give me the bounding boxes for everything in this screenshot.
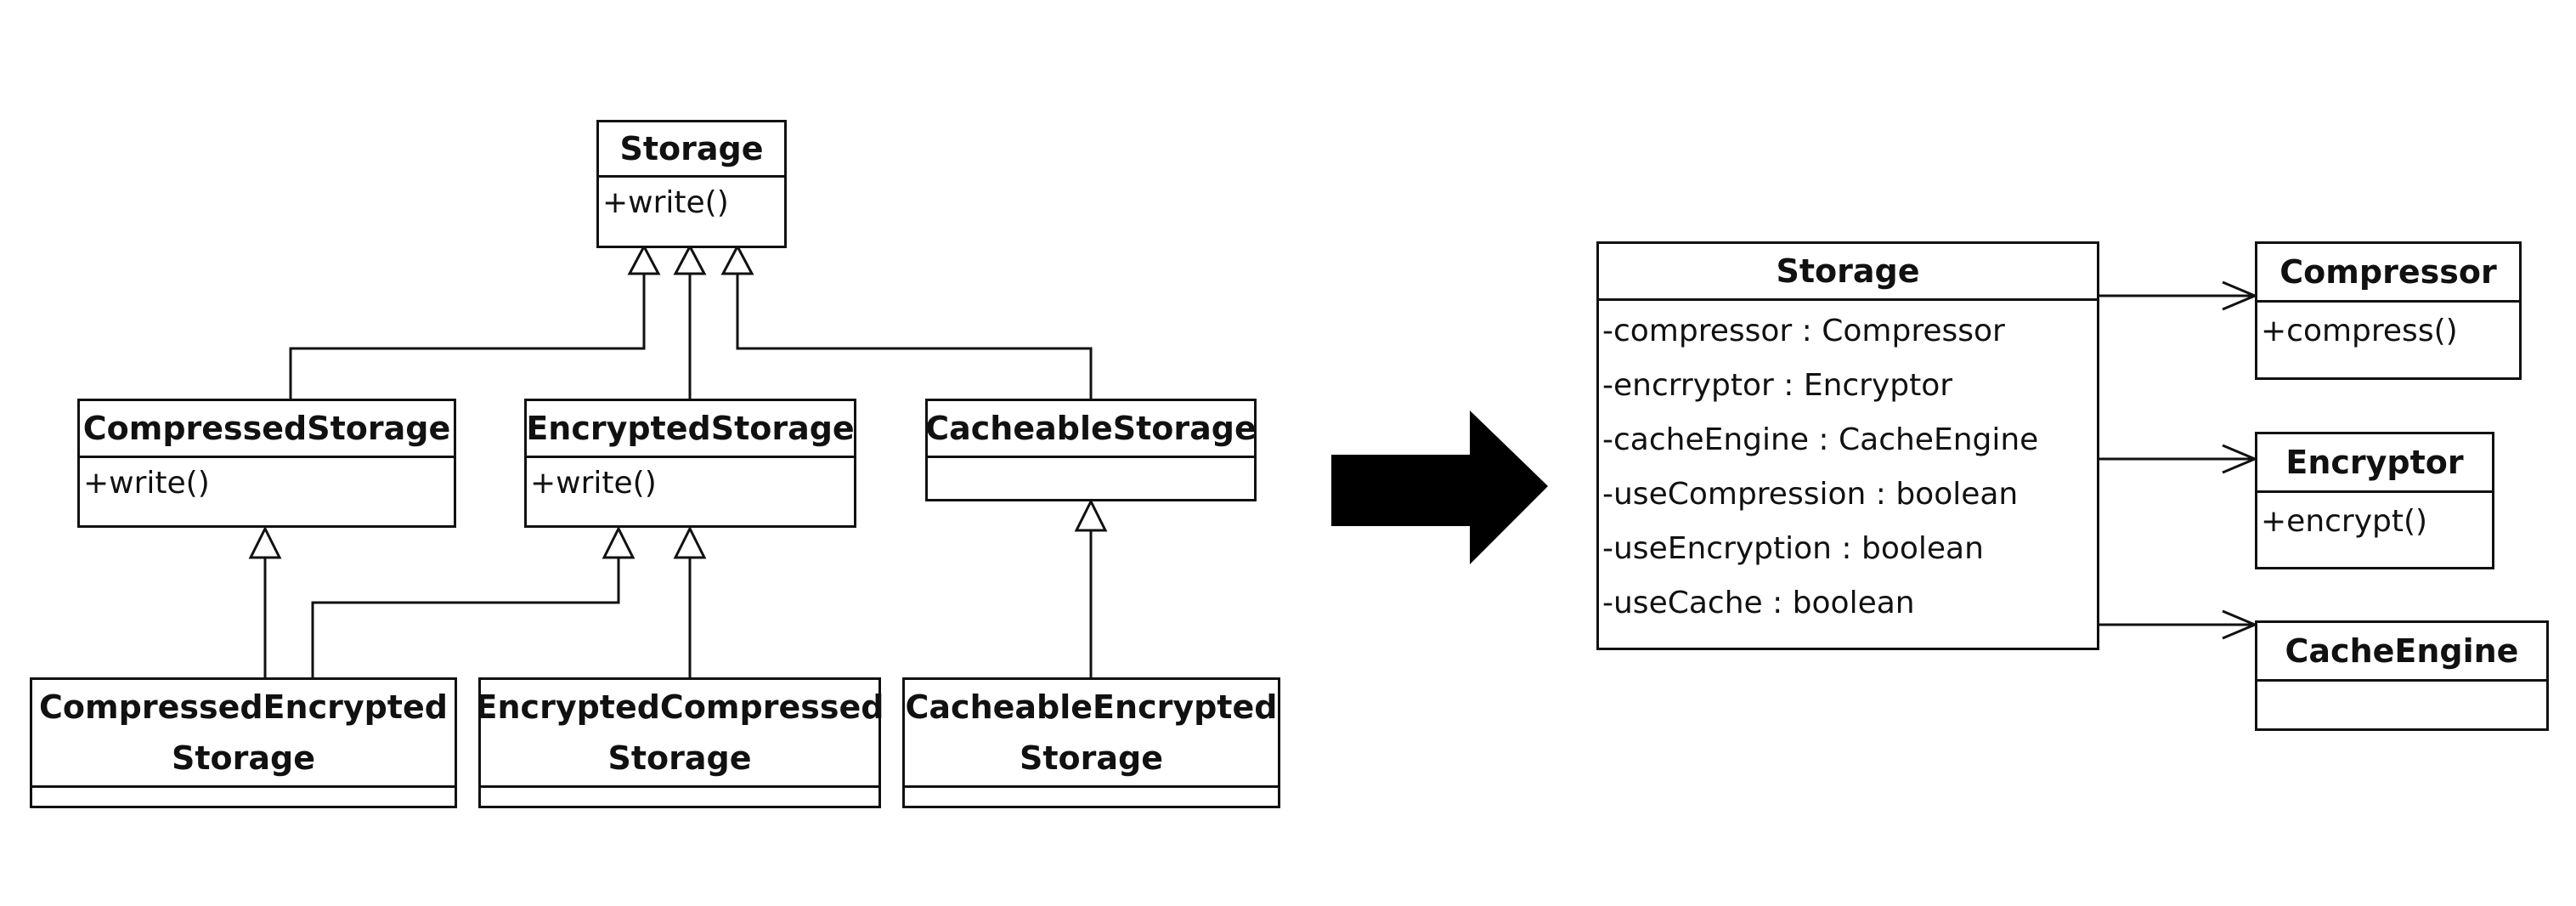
- empty-compartment: [928, 456, 1254, 499]
- class-encrypted-compressed-storage: EncryptedCompressed Storage: [475, 677, 884, 808]
- inheritance-triangle: [673, 525, 707, 559]
- class-name: CacheableStorage: [925, 410, 1257, 447]
- class-name: Storage: [619, 130, 764, 167]
- method: +write(): [83, 466, 210, 501]
- inheritance-cacheable-to-storage: [736, 274, 1093, 399]
- inheritance-triangle: [627, 243, 661, 275]
- inheritance-triangle: [673, 243, 707, 275]
- inheritance-triangle: [720, 243, 754, 275]
- method: +encrypt(): [2261, 504, 2428, 539]
- class-name: Encryptor: [2285, 444, 2464, 481]
- class-storage: Storage +write(): [596, 120, 787, 248]
- inheritance-triangle: [602, 525, 636, 559]
- class-compressor: Compressor +compress(): [2255, 241, 2522, 380]
- class-name: CacheEngine: [2285, 632, 2519, 670]
- field: -useCache : boolean: [1602, 586, 1915, 620]
- class-cache-engine: CacheEngine: [2255, 620, 2549, 731]
- inheritance-triangle: [1074, 498, 1108, 532]
- class-name: Storage: [1776, 252, 1920, 290]
- class-name: CompressedEncrypted Storage: [39, 688, 448, 777]
- class-cacheable-encrypted-storage: CacheableEncrypted Storage: [902, 677, 1280, 808]
- class-compressed-encrypted-storage: CompressedEncrypted Storage: [30, 677, 457, 808]
- class-storage-composed: Storage -compressor : Compressor -encrry…: [1596, 241, 2099, 650]
- method: +compress(): [2261, 314, 2458, 348]
- class-name: EncryptedStorage: [526, 410, 855, 447]
- class-cacheable-storage: CacheableStorage: [925, 399, 1257, 501]
- field: -encrryptor : Encryptor: [1602, 368, 1953, 403]
- method: +write(): [602, 185, 729, 220]
- empty-compartment: [481, 785, 878, 806]
- inheritance-compressed-to-storage: [289, 274, 646, 399]
- empty-compartment: [2257, 679, 2546, 728]
- method: +write(): [530, 466, 657, 501]
- class-compressed-storage: CompressedStorage +write(): [77, 399, 456, 528]
- class-name: Compressor: [2279, 253, 2497, 291]
- field: -cacheEngine : CacheEngine: [1602, 422, 2039, 457]
- class-name: CacheableEncrypted Storage: [905, 688, 1278, 777]
- class-encrypted-storage: EncryptedStorage +write(): [524, 399, 856, 528]
- class-encryptor: Encryptor +encrypt(): [2255, 432, 2494, 569]
- class-name: EncryptedCompressed Storage: [475, 688, 884, 777]
- empty-compartment: [905, 785, 1278, 806]
- field: -compressor : Compressor: [1602, 314, 2005, 348]
- right-arrow-icon: [1331, 411, 1548, 564]
- empty-compartment: [32, 785, 455, 806]
- field: -useEncryption : boolean: [1602, 531, 1984, 566]
- class-name: CompressedStorage: [82, 410, 451, 447]
- field: -useCompression : boolean: [1602, 477, 2019, 512]
- inheritance-triangle: [248, 525, 282, 559]
